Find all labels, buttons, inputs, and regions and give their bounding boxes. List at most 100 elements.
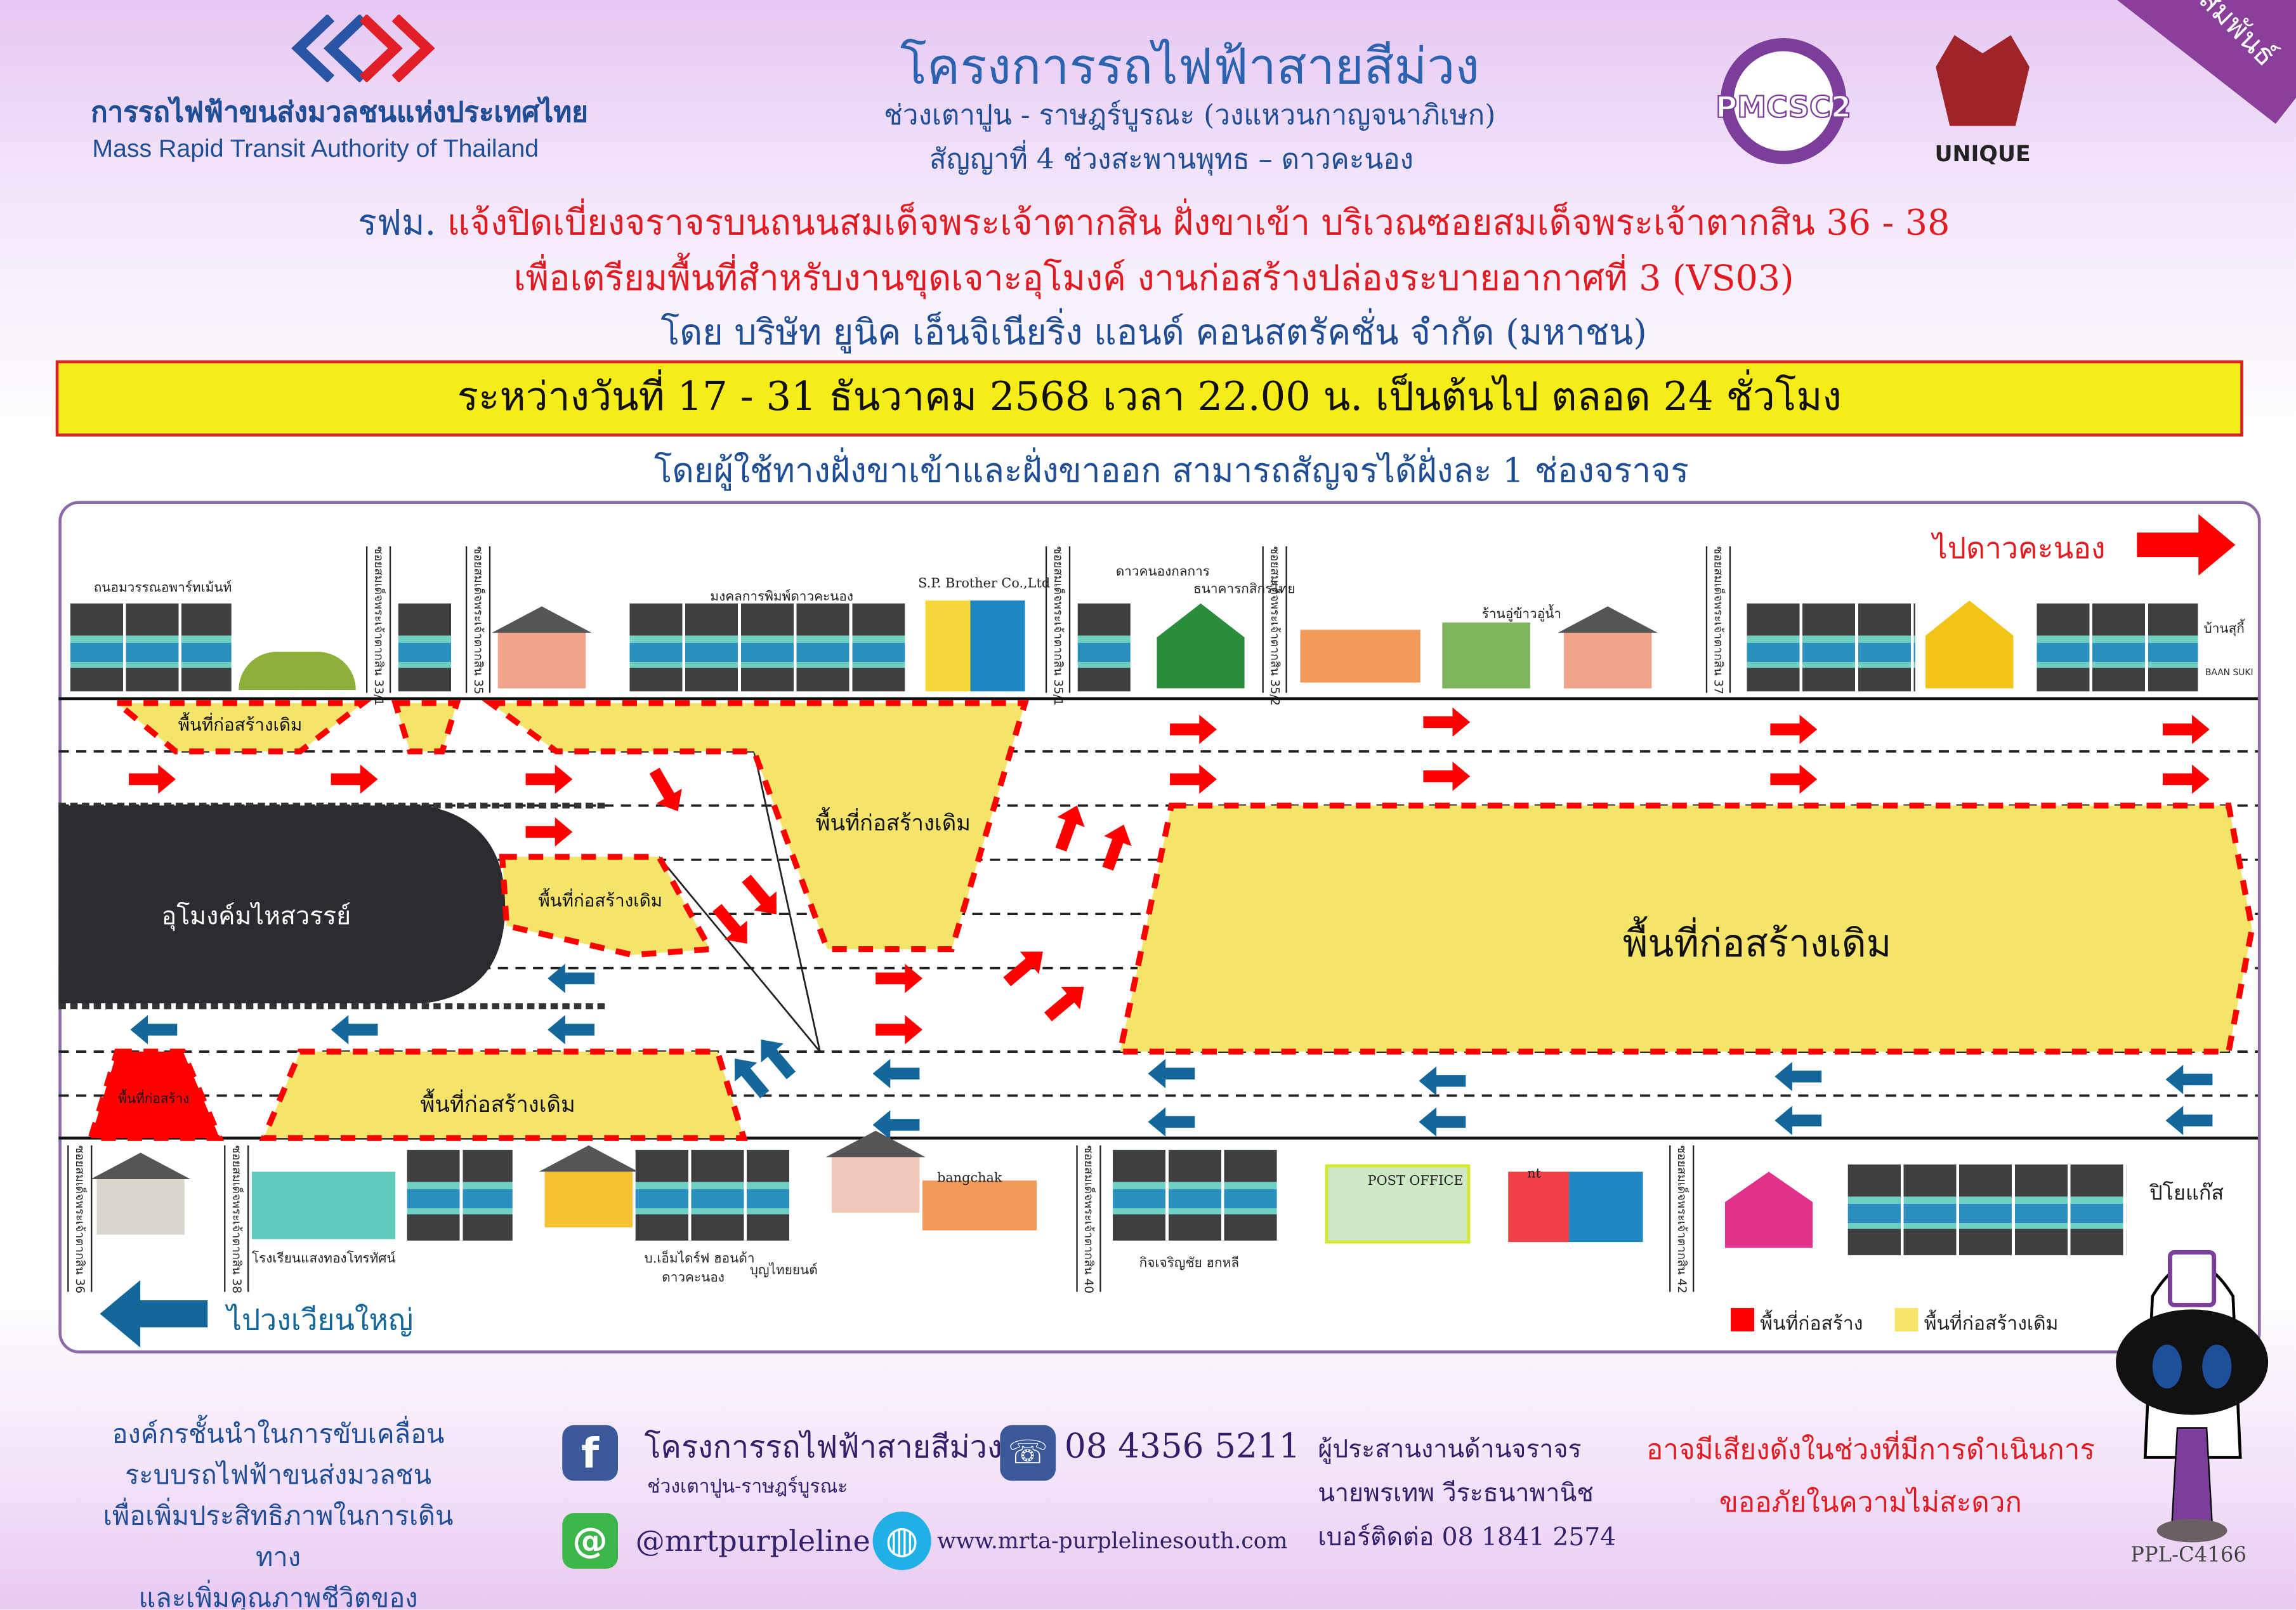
red-traffic-arrow <box>1423 762 1471 791</box>
place-label: กิจเจริญชัย ฮกหลี <box>1139 1257 1240 1272</box>
place-label: ปิโยแก๊ส <box>2149 1182 2224 1206</box>
existing-area <box>1120 805 2252 1052</box>
blue-traffic-arrow <box>1774 1105 1822 1135</box>
soi-marker-top: ซอยสมเด็จพระเจ้าตากสิน 35 <box>465 546 491 694</box>
place-label: บุญไทยยนต์ <box>749 1264 818 1279</box>
blue-traffic-arrow <box>331 1015 378 1045</box>
house-roof <box>539 1145 639 1172</box>
soi-marker-top: ซอยสมเด็จพระเจ้าตากสิน 35/2 <box>1262 546 1287 706</box>
place-label: โรงเรียนแสงทองโทรทัศน์ <box>251 1252 396 1267</box>
house-roof <box>825 1130 926 1158</box>
taper-line <box>753 751 821 1052</box>
blue-traffic-arrow <box>1419 1066 1466 1096</box>
gas-station <box>1300 630 1420 683</box>
barrier-stripes <box>259 1048 748 1141</box>
house <box>831 1157 920 1213</box>
red-traffic-arrow <box>2137 514 2236 576</box>
place-label: ดาวคนองกลการ <box>1115 565 1210 580</box>
place-label: มงคลการพิมพ์ดาวคะนอง <box>710 590 854 605</box>
building <box>407 1149 513 1241</box>
blue-traffic-arrow <box>734 1059 770 1099</box>
barrier-stripes <box>391 700 461 755</box>
soi-marker-bottom: ซอยสมเด็จพระเจ้าตากสิน 40 <box>1076 1145 1101 1293</box>
red-traffic-arrow <box>1170 764 1217 794</box>
red-traffic-arrow <box>331 764 378 794</box>
area-label: พื้นที่ก่อสร้างเดิม <box>815 810 971 836</box>
line-id[interactable]: @mrtpurpleline <box>635 1523 870 1559</box>
unique-logo-text: UNIQUE <box>1934 140 2031 168</box>
red-traffic-arrow <box>876 1015 923 1045</box>
area-label: พื้นที่ก่อสร้างเดิม <box>420 1091 575 1118</box>
building <box>398 603 454 692</box>
red-traffic-arrow <box>712 904 747 944</box>
place-label: ธนาคารกสิกรไทย <box>1193 583 1296 598</box>
blue-traffic-arrow <box>1774 1062 1822 1092</box>
period-banner: ระหว่างวันที่ 17 - 31 ธันวาคม 2568 เวลา … <box>55 360 2243 437</box>
place-label: ถนอมวรรณอพาร์ทเม้นท์ <box>93 581 232 597</box>
building <box>1747 603 1915 692</box>
lanes-note: โดยผู้ใช้ทางฝั่งขาเข้าและฝั่งขาออก สามาร… <box>653 452 1689 491</box>
facebook-sub: ช่วงเตาปูน-ราษฎร์บูรณะ <box>647 1476 848 1499</box>
area-label: พื้นที่ก่อสร้างเดิม <box>178 715 303 736</box>
existing-area <box>117 703 364 752</box>
red-traffic-arrow <box>1044 986 1084 1022</box>
legend-label: พื้นที่ก่อสร้างเดิม <box>1924 1314 2059 1336</box>
taper-line <box>658 856 821 1053</box>
blue-traffic-arrow <box>2165 1064 2213 1095</box>
legend-label: พื้นที่ก่อสร้าง <box>1760 1314 1863 1336</box>
org-name-en: Mass Rapid Transit Authority of Thailand <box>92 135 539 163</box>
mrta-logo-icon <box>291 15 435 82</box>
mascot-icon <box>2116 1250 2269 1543</box>
apology-note: อาจมีเสียงดังในช่วงที่มีการดำเนินการขออภ… <box>1646 1434 2095 1519</box>
red-traffic-arrow <box>1423 707 1471 737</box>
notice-line-3: โดย บริษัท ยูนิค เอ็นจิเนียริ่ง แอนด์ คอ… <box>660 312 1647 353</box>
soi-marker-bottom: ซอยสมเด็จพระเจ้าตากสิน 38 <box>224 1145 249 1293</box>
subtitle-route: ช่วงเตาปูน - ราษฎร์บูรณะ (วงแหวนกาญจนาภิ… <box>884 99 1496 132</box>
trees <box>239 652 356 690</box>
area-label-large: พื้นที่ก่อสร้างเดิม <box>1622 923 1892 967</box>
notice-line-2: เพื่อเตรียมพื้นที่สำหรับงานขุดเจาะอุโมงค… <box>513 258 1794 299</box>
soi-marker-bottom: ซอยสมเด็จพระเจ้าตากสิน 36 <box>67 1145 93 1293</box>
building <box>1077 603 1131 692</box>
subtitle-contract: สัญญาที่ 4 ช่วงสะพานพุทธ – ดาวคะนอง <box>929 143 1414 176</box>
soi-marker-top: ซอยสมเด็จพระเจ้าตากสิน 37 <box>1705 546 1731 694</box>
blue-traffic-arrow <box>100 1280 208 1348</box>
page-title: โครงการรถไฟฟ้าสายสีม่วง <box>900 38 1479 97</box>
blue-traffic-arrow <box>1148 1059 1195 1088</box>
house <box>1563 633 1652 689</box>
place-label: S.P. Brother Co.,Ltd <box>918 577 1051 592</box>
place-label: POST OFFICE <box>1367 1175 1464 1190</box>
legend-swatch <box>1894 1308 1919 1331</box>
poster-code: PPL-C4166 <box>2130 1543 2247 1567</box>
website-link[interactable]: www.mrta-purplelinesouth.com <box>937 1528 1288 1554</box>
red-traffic-arrow <box>876 963 923 993</box>
facebook-icon[interactable]: f <box>562 1425 618 1481</box>
existing-area <box>395 703 457 752</box>
place-label: nt <box>1527 1167 1541 1182</box>
place-label: bangchak <box>937 1171 1002 1187</box>
existing-area <box>490 703 1025 949</box>
house-roof <box>1558 606 1658 633</box>
blue-traffic-arrow <box>2165 1105 2213 1135</box>
globe-icon: ◍ <box>872 1511 931 1571</box>
blue-traffic-arrow <box>761 1039 796 1079</box>
blue-traffic-arrow <box>1419 1107 1466 1137</box>
red-traffic-arrow <box>525 817 573 847</box>
barrier-stripes <box>499 854 715 958</box>
house <box>96 1178 185 1235</box>
mission-text: องค์กรชั้นนำในการขับเคลื่อนระบบรถไฟฟ้าขน… <box>103 1419 454 1610</box>
phone-icon: ☏ <box>1000 1425 1056 1481</box>
building <box>629 603 905 692</box>
red-traffic-arrow <box>1055 805 1085 852</box>
legend-swatch <box>1731 1308 1754 1331</box>
blue-traffic-arrow <box>1148 1107 1195 1137</box>
red-traffic-arrow <box>1003 951 1043 987</box>
facebook-link[interactable]: โครงการรถไฟฟ้าสายสีม่วง <box>644 1429 1002 1465</box>
building <box>1847 1164 2127 1255</box>
soi-marker-top: ซอยสมเด็จพระเจ้าตากสิน 33/1 <box>366 546 391 706</box>
line-icon[interactable]: @ <box>562 1513 618 1569</box>
red-traffic-arrow <box>742 874 777 914</box>
tunnel-label: อุโมงค์มไหสวรรย์ <box>161 902 351 932</box>
